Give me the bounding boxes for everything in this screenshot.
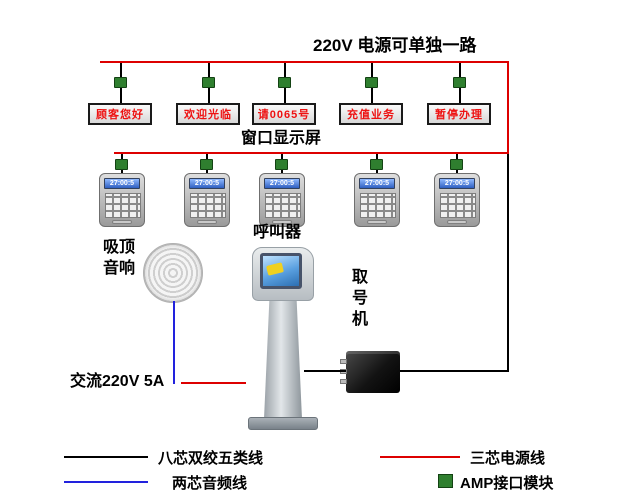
drop-line [456, 154, 458, 160]
amp-connector [450, 159, 463, 170]
legend-power-line [380, 456, 460, 458]
legend-cat5-line [64, 456, 148, 458]
caller-device: 27:00:5 [354, 173, 400, 227]
legend-amp-label: AMP接口模块 [460, 475, 554, 492]
caller-lcd: 27:00:5 [189, 178, 225, 189]
amp-pin [340, 359, 347, 364]
drop-line [121, 170, 123, 174]
legend-cat5-label: 八芯双绞五类线 [158, 450, 264, 467]
amp-connector [370, 159, 383, 170]
caller-footbar [367, 220, 387, 224]
legend-amp-square [438, 474, 453, 488]
caller-lcd: 27:00:5 [359, 178, 395, 189]
ac-power-cable [181, 382, 246, 384]
drop-line [284, 88, 286, 103]
amp-connector [453, 77, 466, 88]
kiosk-label: 取号机 [352, 269, 369, 328]
caller-keypad [360, 193, 396, 218]
drop-line [284, 63, 286, 78]
drop-line [208, 63, 210, 78]
kiosk-column [264, 301, 302, 419]
drop-line [206, 154, 208, 160]
caller-device: 27:00:5 [434, 173, 480, 227]
power-bus-top [100, 61, 509, 63]
drop-line [456, 170, 458, 174]
drop-line [120, 88, 122, 103]
amp-connector [278, 77, 291, 88]
window-display: 充值业务 [339, 103, 403, 125]
drop-line [371, 63, 373, 78]
kiosk-base [248, 417, 318, 430]
drop-line [281, 170, 283, 174]
display-text: 顾客您好 [96, 109, 144, 121]
caller-device: 27:00:5 [99, 173, 145, 227]
caller-lcd: 27:00:5 [104, 178, 140, 189]
display-text: 请0065号 [257, 109, 311, 121]
legend-power-label: 三芯电源线 [470, 450, 546, 467]
drop-line [459, 63, 461, 78]
caller-footbar [112, 220, 132, 224]
drop-line [371, 88, 373, 103]
drop-line [208, 88, 210, 103]
amp-connector [115, 159, 128, 170]
amp-connector [114, 77, 127, 88]
kiosk-screen [260, 253, 302, 289]
drop-line [281, 154, 283, 160]
amp-connector [200, 159, 213, 170]
audio-cable [173, 301, 175, 384]
legend-audio-label: 两芯音频线 [172, 475, 248, 492]
power-bus-callers [114, 152, 509, 154]
drop-line [206, 170, 208, 174]
display-text: 欢迎光临 [184, 109, 232, 121]
window-display: 顾客您好 [88, 103, 152, 125]
caller-footbar [272, 220, 292, 224]
drop-line [376, 154, 378, 160]
window-display: 欢迎光临 [176, 103, 240, 125]
caller-lcd: 27:00:5 [439, 178, 475, 189]
window-display: 暂停办理 [427, 103, 491, 125]
amp-pin [340, 379, 347, 384]
caller-keypad [440, 193, 476, 218]
amp-connector [365, 77, 378, 88]
caller-device: 27:00:5 [184, 173, 230, 227]
power-bus-right-drop [507, 61, 509, 154]
drop-line [121, 154, 123, 160]
kiosk-amp-cable [304, 370, 346, 372]
callers-section-label: 呼叫器 [253, 224, 302, 241]
ceiling-speaker-icon [143, 243, 203, 303]
display-text: 暂停办理 [435, 109, 483, 121]
top-power-label: 220V 电源可单独一路 [313, 36, 477, 55]
speaker-label: 吸顶音响 [103, 239, 136, 277]
legend-audio-line [64, 481, 148, 483]
caller-footbar [447, 220, 467, 224]
ac-power-label: 交流220V 5A [70, 373, 165, 390]
caller-footbar [197, 220, 217, 224]
drop-line [120, 63, 122, 78]
amp-connector [202, 77, 215, 88]
amp-bus-cable [400, 370, 509, 372]
caller-keypad [105, 193, 141, 218]
data-bus-vertical [507, 154, 509, 372]
display-text: 充值业务 [347, 109, 395, 121]
caller-keypad [265, 193, 301, 218]
kiosk-screen-graphic [266, 262, 284, 276]
caller-device: 27:00:5 [259, 173, 305, 227]
displays-section-label: 窗口显示屏 [241, 130, 322, 147]
amp-module [340, 351, 400, 393]
ticket-kiosk [246, 247, 322, 431]
drop-line [459, 88, 461, 103]
caller-keypad [190, 193, 226, 218]
amp-connector [275, 159, 288, 170]
drop-line [376, 170, 378, 174]
window-display: 请0065号 [252, 103, 316, 125]
caller-lcd: 27:00:5 [264, 178, 300, 189]
